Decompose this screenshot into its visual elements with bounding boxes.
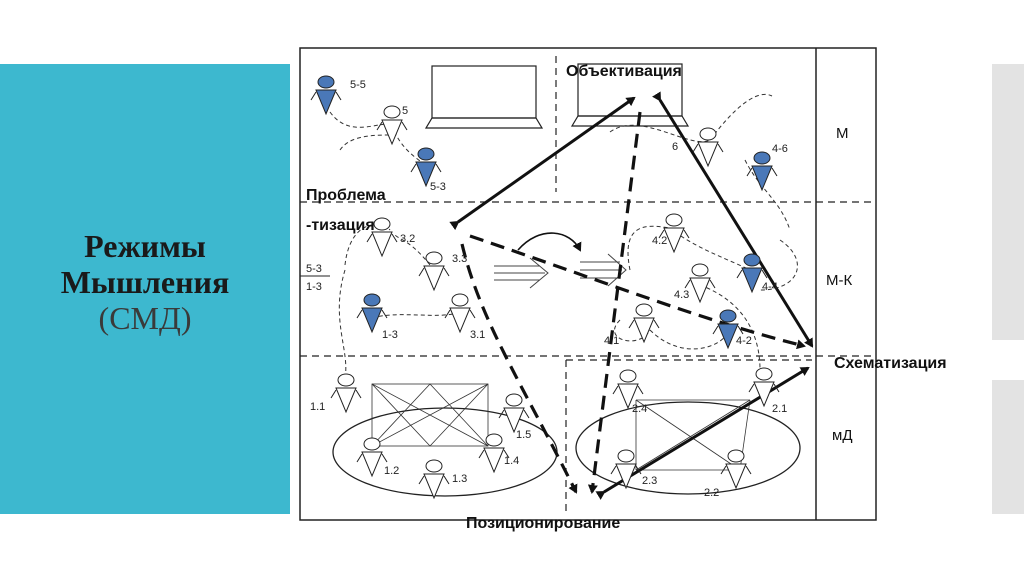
figure-label: 4.1 xyxy=(604,335,619,347)
person-figure: 3.2 xyxy=(366,217,415,258)
person-figure: 3.3 xyxy=(418,251,467,292)
participant-figures: 5-5 5 5-3 6 4-6 3.2 3.3 1-3 3.1 4.2 4.3 4-4 4.1 4-2 1.… xyxy=(310,75,788,500)
label-problematization-1: Проблема xyxy=(306,187,386,204)
person-figure: 5-3 xyxy=(410,147,446,193)
person-figure: 5 xyxy=(376,105,408,146)
figure-label: 4-2 xyxy=(736,335,752,347)
figure-label: 2.1 xyxy=(772,403,787,415)
person-figure: 1-3 xyxy=(356,293,398,341)
figure-label: 1.2 xyxy=(384,465,399,477)
figure-label: 1.4 xyxy=(504,455,519,467)
side-label-1-3: 1-3 xyxy=(306,281,322,293)
person-figure: 1.4 xyxy=(478,433,519,474)
board-left xyxy=(424,65,544,129)
level-label-mk: М-К xyxy=(826,272,852,289)
decor-stripe-top xyxy=(992,64,1024,340)
level-label-md: мД xyxy=(832,427,852,444)
person-figure: 2.2 xyxy=(704,449,752,499)
title-line-3: (СМД) xyxy=(98,300,192,336)
person-figure: 5-5 xyxy=(310,75,366,116)
person-figure: 3.1 xyxy=(444,293,485,341)
figure-label: 5-3 xyxy=(430,181,446,193)
person-figure: 1.5 xyxy=(498,393,531,441)
figure-label: 4.2 xyxy=(652,235,667,247)
figure-label: 3.1 xyxy=(470,329,485,341)
person-figure: 1.3 xyxy=(418,459,467,500)
group-ellipse-2 xyxy=(575,401,801,495)
level-label-m: М xyxy=(836,125,849,142)
figure-label: 3.2 xyxy=(400,233,415,245)
person-figure: 1.1 xyxy=(310,373,362,414)
person-figure: 4.1 xyxy=(604,303,660,347)
person-figure: 4.3 xyxy=(674,263,716,304)
figure-label: 2.3 xyxy=(642,475,657,487)
person-figure: 6 xyxy=(672,127,724,168)
side-label-5-3: 5-3 xyxy=(306,263,322,275)
decor-stripe-bottom xyxy=(992,380,1024,514)
person-figure: 1.2 xyxy=(356,437,399,478)
title-panel xyxy=(0,64,290,514)
figure-label: 3.3 xyxy=(452,253,467,265)
title-line-1: Режимы xyxy=(84,228,206,264)
figure-label: 2.2 xyxy=(704,487,719,499)
person-figure: 4-6 xyxy=(746,143,788,192)
person-figure: 2.1 xyxy=(748,367,787,415)
figure-label: 4.3 xyxy=(674,289,689,301)
person-figure: 4.2 xyxy=(652,213,690,254)
solid-arrows xyxy=(449,91,814,500)
label-positioning: Позиционирование xyxy=(466,515,620,532)
diagram-frame xyxy=(299,47,877,521)
title-line-2: Мышления xyxy=(60,264,230,300)
dashed-arrows xyxy=(460,111,806,494)
figure-label: 1.5 xyxy=(516,429,531,441)
label-problematization-2: -тизация xyxy=(306,217,375,234)
figure-label: 4-6 xyxy=(772,143,788,155)
figure-label: 5-5 xyxy=(350,79,366,91)
figure-label: 1.3 xyxy=(452,473,467,485)
figure-label: 4-4 xyxy=(762,281,778,293)
person-figure: 2.3 xyxy=(610,449,657,490)
network-group-1 xyxy=(371,383,489,447)
label-objectivation: Объективация xyxy=(566,63,682,80)
person-figure: 2.4 xyxy=(612,369,647,415)
figure-label: 6 xyxy=(672,141,678,153)
person-figure: 4-2 xyxy=(712,309,752,350)
figure-label: 2.4 xyxy=(632,403,647,415)
transition-curve xyxy=(517,232,582,252)
figure-label: 5 xyxy=(402,105,408,117)
figure-label: 1-3 xyxy=(382,329,398,341)
label-schematization: Схематизация xyxy=(834,355,947,372)
person-figure: 4-4 xyxy=(736,253,778,294)
slide-title: Режимы Мышления (СМД) xyxy=(0,228,290,336)
figure-label: 1.1 xyxy=(310,401,325,413)
